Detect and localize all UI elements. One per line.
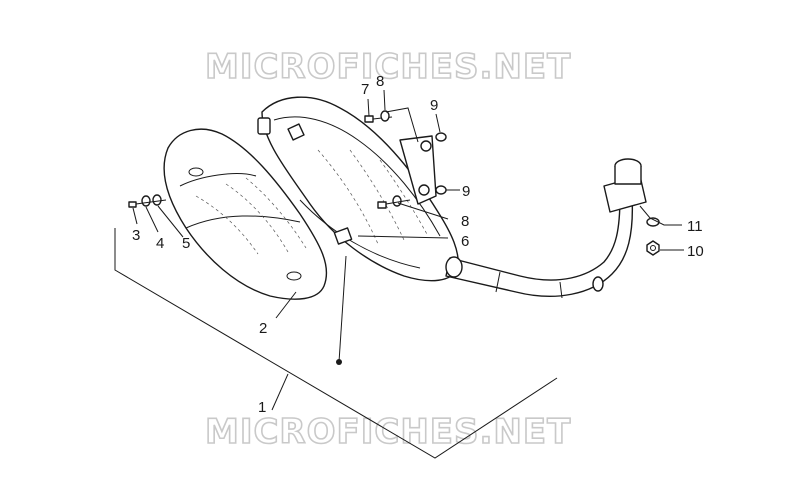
callout-3: 3 (132, 227, 140, 244)
callout-1: 1 (258, 399, 266, 416)
callout-5: 5 (182, 235, 190, 252)
callout-10: 10 (687, 243, 704, 260)
exhaust-pipe (445, 158, 647, 299)
shield-fasteners (128, 194, 167, 208)
watermark-top: MICROFICHES.NET (205, 47, 571, 87)
assembly-bracket (114, 228, 558, 459)
callout-2: 2 (259, 320, 267, 337)
watermark-bottom: MICROFICHES.NET (205, 412, 571, 452)
callout-7: 7 (361, 81, 369, 98)
mounting-hardware (364, 107, 660, 256)
leader-lines (132, 89, 684, 411)
callout-8-bottom: 8 (461, 213, 469, 230)
callout-9-bottom: 9 (462, 183, 470, 200)
callout-9-top: 9 (430, 97, 438, 114)
callout-8-top: 8 (376, 73, 384, 90)
callout-11: 11 (687, 218, 703, 235)
callout-6: 6 (461, 233, 469, 250)
callouts: 1 2 3 4 5 6 7 8 8 9 9 10 11 (132, 73, 704, 416)
heat-shield (163, 128, 328, 300)
callout-4: 4 (156, 235, 164, 252)
